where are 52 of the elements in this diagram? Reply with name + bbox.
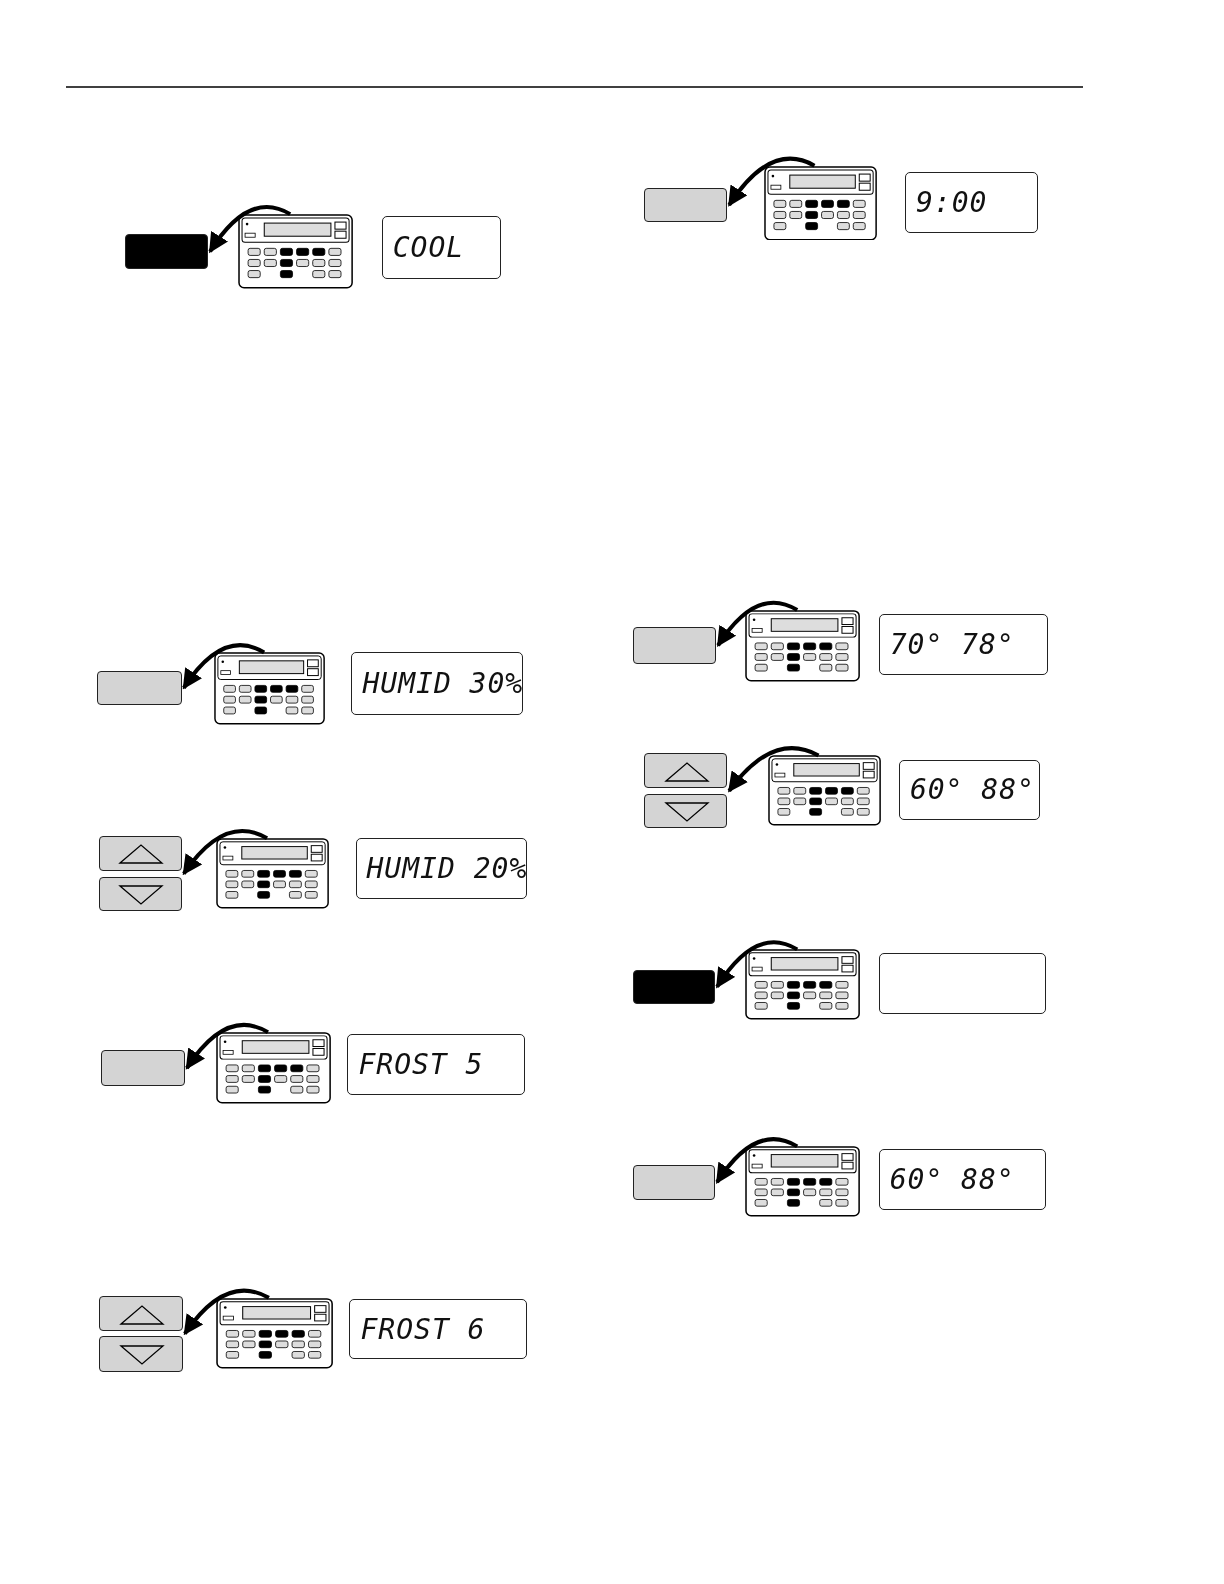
lcd-display (878, 614, 1049, 675)
arrow (727, 746, 820, 793)
display-readout: COOL (391, 230, 465, 264)
lcd-display (349, 1298, 528, 1360)
arrow (182, 829, 268, 876)
lcd-display (355, 838, 528, 899)
display-readout: 70° 78° (888, 627, 1015, 661)
lcd-display (347, 1034, 526, 1095)
arrow (716, 600, 799, 648)
arrow-key-button (98, 836, 182, 871)
arrow (182, 643, 266, 690)
arrow (185, 1023, 269, 1070)
arrow-key-button (644, 793, 728, 829)
lcd-display (878, 1149, 1047, 1210)
arrow-key-button (98, 876, 182, 911)
key-button (101, 1050, 185, 1086)
arrow (183, 1288, 270, 1336)
arrow-key-button (98, 1336, 183, 1372)
key-button (644, 187, 728, 223)
lcd-display (898, 759, 1041, 821)
thermostat-drawing (745, 610, 861, 682)
arrow-key-button (98, 1295, 183, 1332)
key-button (96, 670, 182, 705)
thermostat-drawing (214, 652, 326, 726)
display-readout: 60° 88° (888, 1163, 1015, 1197)
key-button (633, 627, 717, 664)
arrow (727, 156, 816, 207)
key-button (125, 234, 209, 269)
thermostat-drawing (238, 214, 354, 289)
arrow (715, 1137, 799, 1184)
display-readout: FROST 6 (359, 1312, 486, 1346)
arrow (715, 940, 799, 989)
lcd-display (351, 652, 524, 716)
arrow (208, 205, 292, 254)
lcd-display (904, 171, 1039, 234)
thermostat-drawing (763, 165, 877, 241)
display-readout: FROST 5 (357, 1048, 484, 1082)
thermostat-drawing (216, 1297, 334, 1369)
thermostat-drawing (745, 1146, 861, 1218)
display-readout: HUMID 20% (365, 852, 528, 886)
arrow-key-button (644, 753, 728, 788)
display-readout: 60° 88° (908, 773, 1035, 807)
thermostat-drawing (745, 949, 861, 1021)
key-button (633, 969, 716, 1004)
thermostat-drawing (216, 838, 330, 909)
lcd-display (381, 216, 501, 279)
display-readout: HUMID 30% (361, 667, 524, 701)
thermostat-drawing (216, 1032, 332, 1104)
display-readout: 9:00 (914, 186, 988, 219)
thermostat-drawing (767, 755, 881, 827)
lcd-display (878, 953, 1047, 1015)
key-button (633, 1164, 716, 1200)
